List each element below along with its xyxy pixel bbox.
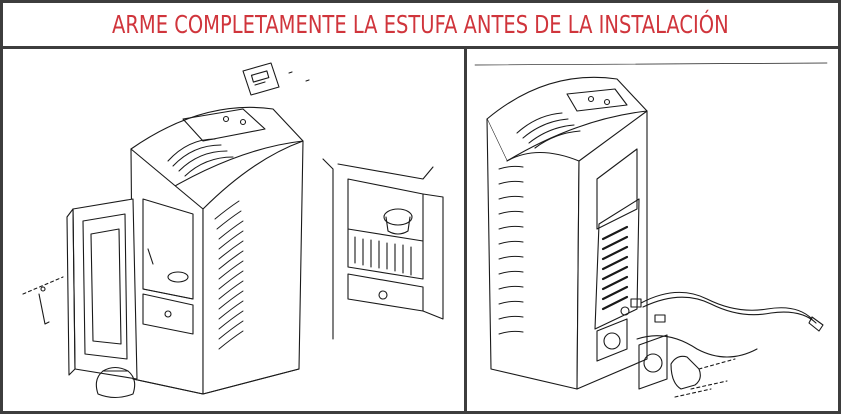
title-banner: ARME COMPLETAMENTE LA ESTUFA ANTES DE LA… bbox=[3, 3, 838, 49]
flue-adapter-icon bbox=[638, 334, 736, 398]
stove-front-illustration bbox=[22, 62, 444, 399]
page-title: ARME COMPLETAMENTE LA ESTUFA ANTES DE LA… bbox=[112, 10, 729, 39]
front-assembly-panel bbox=[3, 49, 464, 411]
hinge-pin-icon bbox=[22, 276, 64, 325]
power-cable-icon bbox=[636, 291, 824, 358]
stove-rear-illustration bbox=[474, 62, 828, 398]
control-panel-icon bbox=[242, 62, 310, 96]
brazier-detail-illustration bbox=[322, 158, 444, 340]
panel-divider bbox=[464, 49, 467, 411]
rear-assembly-panel bbox=[467, 49, 838, 411]
